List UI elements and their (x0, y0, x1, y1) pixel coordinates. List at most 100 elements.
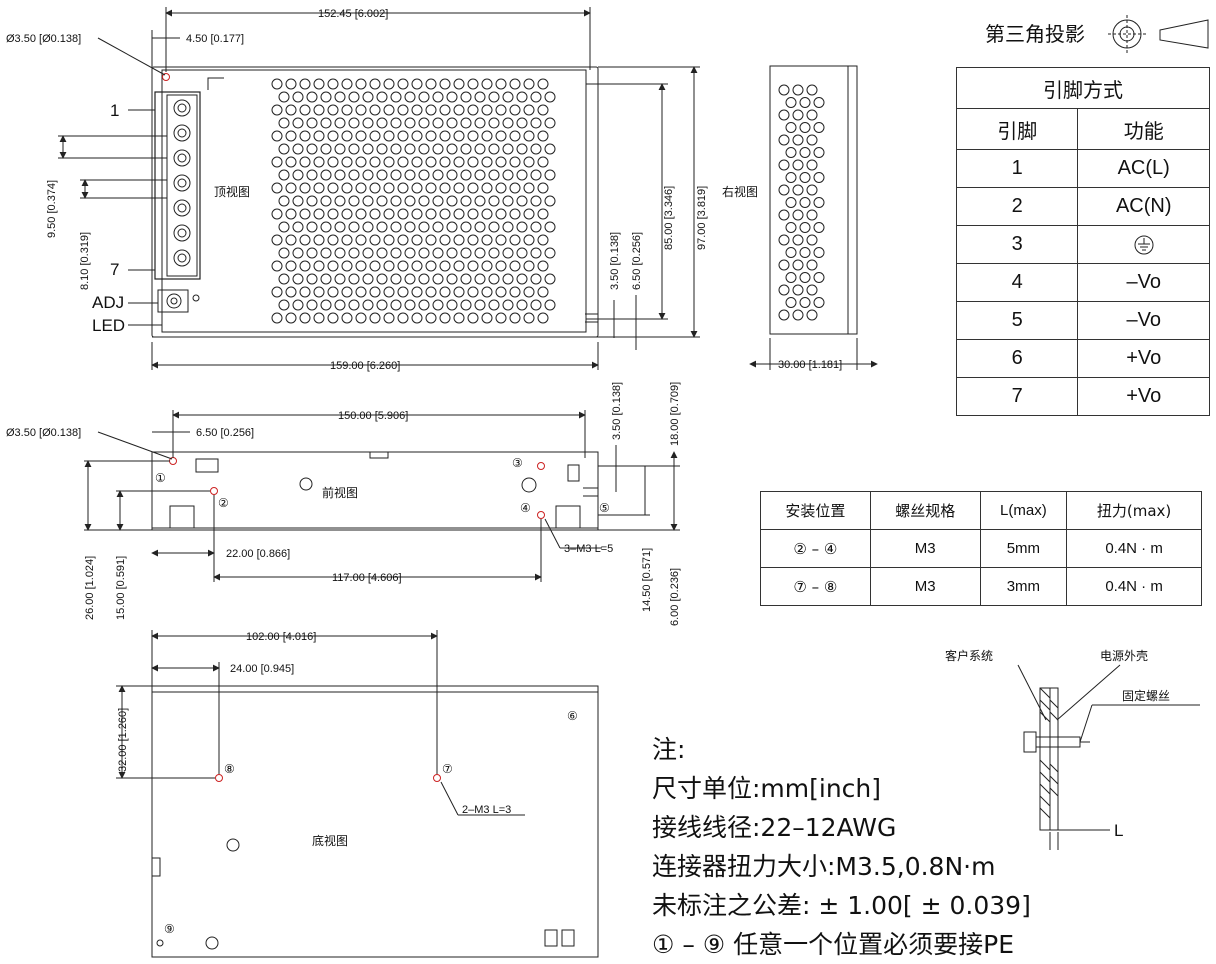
vent-hole (523, 312, 535, 324)
vent-hole (271, 286, 283, 298)
vent-hole (327, 286, 339, 298)
mount-length-cell: 5mm (979, 529, 1068, 568)
vent-hole (467, 286, 479, 298)
vent-hole (509, 182, 521, 194)
dim-front-h1450: 14.50 [0.571] (641, 548, 653, 612)
vent-hole (369, 208, 381, 220)
vent-hole (509, 312, 521, 324)
vent-hole (362, 221, 374, 233)
mount-position-cell: ② – ④ (760, 529, 871, 568)
terminal-screw (177, 128, 187, 138)
vent-hole (397, 78, 409, 90)
vent-hole (792, 234, 804, 246)
vent-hole (425, 156, 437, 168)
vent-hole (453, 260, 465, 272)
vent-hole (404, 91, 416, 103)
vent-hole (460, 91, 472, 103)
dim-front-h26: 26.00 [1.024] (84, 556, 96, 620)
dim-height-total: 97.00 [3.819] (696, 186, 708, 250)
vent-hole (432, 169, 444, 181)
vent-hole (425, 286, 437, 298)
vent-hole (390, 169, 402, 181)
customer-system-label: 客户系统 (945, 648, 993, 663)
vent-hole (369, 104, 381, 116)
vent-hole (292, 169, 304, 181)
vent-hole (411, 182, 423, 194)
vent-hole (537, 78, 549, 90)
mount-header-length: L(max) (979, 491, 1068, 530)
vent-hole (460, 273, 472, 285)
vent-hole (474, 221, 486, 233)
vent-hole (390, 273, 402, 285)
vent-hole (369, 286, 381, 298)
dim-slot-b: 6.50 [0.256] (631, 232, 643, 290)
dim-front-length: 150.00 [5.906] (338, 410, 408, 422)
vent-hole (348, 247, 360, 259)
vent-hole (813, 247, 825, 258)
vent-hole (299, 208, 311, 220)
vent-hole (785, 147, 797, 158)
vent-hole (369, 78, 381, 90)
front-mark-5: ⑤ (599, 501, 610, 515)
dim-right-width: 30.00 [1.181] (778, 359, 842, 371)
function-header: 功能 (1077, 108, 1210, 150)
vent-hole (278, 117, 290, 129)
dim-front-x117: 117.00 [4.606] (332, 572, 402, 584)
vent-hole (516, 169, 528, 181)
vent-hole (799, 172, 811, 183)
dim-height-inner: 85.00 [3.346] (663, 186, 675, 250)
vent-hole (327, 182, 339, 194)
adj-label: ADJ (92, 293, 124, 312)
table-row: ⑦ – ⑧ M3 3mm 0.4N · m (760, 567, 1202, 606)
vent-hole (778, 234, 790, 246)
vent-hole (544, 299, 556, 311)
vent-hole (369, 182, 381, 194)
vent-hole (425, 260, 437, 272)
vent-hole (327, 208, 339, 220)
vent-hole (453, 78, 465, 90)
vent-hole (383, 78, 395, 90)
vent-hole (439, 104, 451, 116)
vent-hole (460, 143, 472, 155)
vent-hole (806, 234, 818, 246)
vent-hole (418, 169, 430, 181)
pin7-label: 7 (110, 260, 119, 279)
vent-hole (467, 104, 479, 116)
vent-hole (474, 91, 486, 103)
note-units: 尺寸单位:mm[inch] (652, 774, 882, 803)
vent-hole (799, 97, 811, 108)
vent-hole (509, 78, 521, 90)
vent-hole (341, 156, 353, 168)
vent-hole (481, 156, 493, 168)
vent-hole (792, 209, 804, 221)
vent-hole (362, 169, 374, 181)
vent-hole (278, 247, 290, 259)
vent-hole (530, 91, 542, 103)
vent-hole (432, 221, 444, 233)
vent-hole (446, 299, 458, 311)
vent-hole (806, 209, 818, 221)
function-cell: +Vo (1077, 339, 1210, 378)
vent-hole (390, 143, 402, 155)
vent-hole (439, 208, 451, 220)
vent-hole (313, 260, 325, 272)
vent-hole (313, 130, 325, 142)
vent-hole (537, 156, 549, 168)
vent-hole (418, 195, 430, 207)
vent-hole (799, 147, 811, 158)
vent-hole (390, 117, 402, 129)
dim-front-h15: 15.00 [0.591] (115, 556, 127, 620)
vent-hole (432, 273, 444, 285)
dim-bottom-y32: 32.00 [1.260] (117, 708, 129, 772)
vent-hole (446, 247, 458, 259)
vent-hole (306, 247, 318, 259)
vent-hole (383, 312, 395, 324)
vent-hole (439, 234, 451, 246)
vent-hole (806, 284, 818, 296)
notes: 注: 尺寸单位:mm[inch] 接线线径:22–12AWG 连接器扭力大小:M… (652, 730, 1031, 964)
bottom-mark-7: ⑦ (442, 762, 453, 776)
pin-cell: 1 (955, 149, 1079, 188)
vent-hole (495, 78, 507, 90)
vent-hole (446, 221, 458, 233)
vent-hole (523, 286, 535, 298)
